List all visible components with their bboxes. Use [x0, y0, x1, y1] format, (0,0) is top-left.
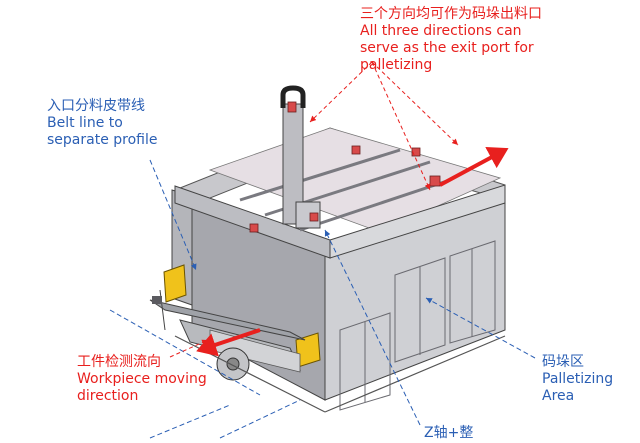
exit-arrow-right: [371, 61, 459, 146]
exit-port-annotation: 三个方向均可作为码垛出料口 All three directions can s…: [360, 6, 542, 74]
annotation-leaders: [109, 61, 536, 439]
belt-line-annotation: 入口分料皮带线 Belt line to separate profile: [47, 98, 157, 149]
z-axis-line-1: Z轴+整: [424, 425, 474, 441]
exit-port-line-2: All three directions can: [360, 23, 522, 39]
palletizing-area-annotation: 码垛区 Palletizing Area: [542, 354, 613, 405]
exit-direction-arrow: [439, 147, 509, 187]
z-axis-leader: [324, 229, 421, 426]
palletizing-line-2: Palletizing: [542, 371, 614, 387]
belt-line-1: 入口分料皮带线: [47, 98, 145, 114]
bottom-leader-2: [219, 399, 301, 439]
workpiece-annotation: 工件检测流向 Workpiece moving direction: [77, 354, 207, 405]
workpiece-line-3: direction: [77, 388, 139, 404]
bottom-leader-1: [149, 404, 231, 439]
workpiece-line-1: 工件检测流向: [77, 354, 161, 370]
palletizing-line-3: Area: [542, 388, 575, 404]
z-axis-column: [280, 85, 321, 229]
yellow-boxes: [163, 264, 321, 368]
exit-port-line-4: palletizing: [360, 57, 433, 73]
palletizing-leader: [425, 297, 536, 359]
exit-port-line-1: 三个方向均可作为码垛出料口: [360, 6, 542, 22]
exit-port-line-3: serve as the exit port for: [360, 40, 534, 56]
servo-motors: [249, 101, 441, 233]
belt-leader: [149, 159, 197, 271]
z-axis-annotation: Z轴+整: [424, 425, 473, 442]
palletizing-line-1: 码垛区: [542, 354, 584, 370]
exit-arrow-left: [309, 61, 373, 123]
guard-doors: [339, 240, 496, 411]
workpiece-line-2: Workpiece moving: [77, 371, 207, 387]
belt-line-2: Belt line to: [47, 115, 123, 131]
exit-arrow-center: [371, 61, 431, 191]
belt-line-3: separate profile: [47, 132, 158, 148]
extra-leader: [109, 309, 261, 396]
workpiece-direction-arrow: [196, 328, 261, 357]
